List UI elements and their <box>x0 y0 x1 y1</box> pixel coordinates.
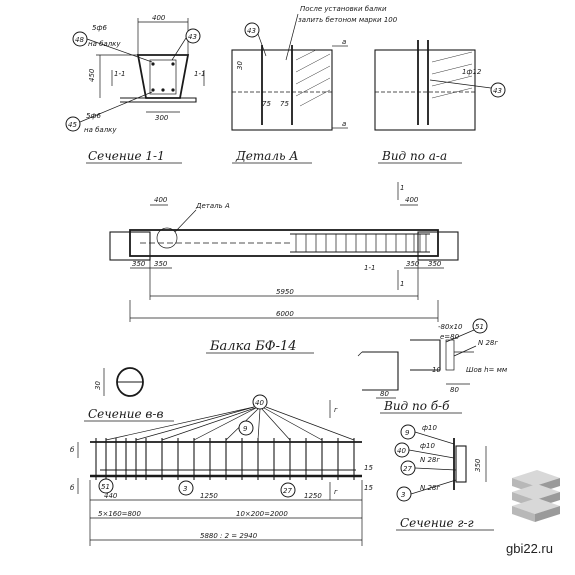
dim-450: 450 <box>88 68 96 82</box>
sec-1-1-ref: 1-1 <box>364 264 375 272</box>
view-b-b: 80 -80x10 e=80 51 N 28г Шов h= мм 80 10 … <box>357 318 508 414</box>
mark-51-a: 51 <box>475 323 484 331</box>
d5880: 5880 : 2 = 2940 <box>200 532 258 540</box>
caption-section-g-g: Сечение г-г <box>400 516 474 530</box>
plate-e80: e=80 <box>440 333 460 341</box>
stacked-slabs-icon <box>512 470 560 522</box>
rebar-5f6-bot: 5ф6 <box>86 112 101 120</box>
note-after-install-1: После установки балки <box>300 5 387 13</box>
tab-80-a: 80 <box>380 390 389 398</box>
mark-27-b: 27 <box>403 465 412 473</box>
g-mark-top: г <box>334 406 338 414</box>
tab-80-b: 80 <box>450 386 459 394</box>
note-detail-a-ref: Деталь А <box>195 202 230 210</box>
dim-350-r1: 350 <box>406 260 420 268</box>
mark-43-b: 43 <box>247 27 256 35</box>
site-label: gbi22.ru <box>506 541 553 556</box>
mark-51-b: 51 <box>101 483 110 491</box>
caption-view-b-b: Вид по б-б <box>383 399 450 413</box>
on-beam-top: на балку <box>88 40 121 48</box>
a-mark-bot: а <box>342 120 346 128</box>
weld-h: Шов h= мм <box>466 366 508 374</box>
mark-43-c: 43 <box>493 87 502 95</box>
gg-n28a: N 28г <box>420 456 440 464</box>
sec-1-1-right: 1-1 <box>194 70 205 78</box>
section-g-g: 350 9 ф10 40 ф10 N 28г 27 3 N 28г Сечени… <box>394 424 494 531</box>
dim-350-l2: 350 <box>154 260 168 268</box>
b-mark-top: б <box>70 446 75 454</box>
dim-5950: 5950 <box>276 288 294 296</box>
dim-30v: 30 <box>94 381 102 390</box>
beam-elevation: Деталь А 400 400 1 1 1-1 350 350 350 350… <box>109 182 459 354</box>
dim-300: 300 <box>155 114 169 122</box>
dim-400b-left: 400 <box>154 196 168 204</box>
mark-3-a: 3 <box>183 485 187 493</box>
a-mark-top: а <box>342 38 346 46</box>
mark-27-circle-a <box>280 482 296 498</box>
reinforcement-cage: 40 9 3 27 51 б б г г 15 15 4 <box>70 394 373 546</box>
mark-40-a: 40 <box>255 399 264 407</box>
d440: 440 <box>104 492 118 500</box>
dim-400b-right: 400 <box>405 196 419 204</box>
dim-6000: 6000 <box>276 310 294 318</box>
rebar-5f6-top: 5ф6 <box>92 24 107 32</box>
plate-80x10: -80x10 <box>438 323 463 331</box>
on-beam-bot: на балку <box>84 126 117 134</box>
d15b: 15 <box>364 484 373 492</box>
dim-400-top: 400 <box>152 14 166 22</box>
view-a-a: 1ф12 43 Вид по а-а <box>374 40 506 164</box>
mark-40-b: 40 <box>397 447 406 455</box>
mark-43-circle-c <box>490 82 506 98</box>
mark-9: 9 <box>243 425 248 433</box>
mark-45: 45 <box>68 121 77 129</box>
mark-51-circle-a <box>472 318 488 334</box>
mark-51-circle-b <box>98 478 114 494</box>
mark-45-circle <box>65 116 81 132</box>
sec-1-right: 1 <box>400 280 404 288</box>
caption-section-v-v: Сечение в-в <box>88 407 163 421</box>
g-mark-bot: г <box>334 488 338 496</box>
section-round: 30 <box>94 367 144 397</box>
section-1-1: 400 450 300 1-1 1-1 48 5ф6 на балку 43 4… <box>65 14 205 164</box>
mark-48: 48 <box>75 36 84 44</box>
mark-3-circle-a <box>178 480 194 496</box>
d30: 30 <box>236 61 244 70</box>
rebar-1f12: 1ф12 <box>462 68 482 76</box>
d15a: 15 <box>364 464 373 472</box>
d5x160: 5×160=800 <box>98 510 141 518</box>
sec-1-left: 1 <box>400 184 404 192</box>
mark-43-circle-b <box>244 22 260 38</box>
d10x200: 10×200=2000 <box>236 510 288 518</box>
b-mark-bot: б <box>70 484 75 492</box>
gg-f10b: ф10 <box>420 442 435 450</box>
mark-43-a: 43 <box>188 33 197 41</box>
mark-9-circle <box>238 420 254 436</box>
dim-350-l1: 350 <box>132 260 146 268</box>
note-after-install-2: залить бетоном марки 100 <box>298 16 398 24</box>
mark-9-gg: 9 <box>405 429 410 437</box>
detail-a: 75 75 30 а а 43 После установки балки за… <box>231 5 398 164</box>
mark-3-b: 3 <box>401 491 405 499</box>
mark-43-circle-a <box>185 28 201 44</box>
gg-350: 350 <box>474 458 482 472</box>
gg-f10a: ф10 <box>422 424 437 432</box>
d75b: 75 <box>280 100 289 108</box>
caption-beam-title: Балка БФ-14 <box>209 339 297 354</box>
caption-section-1-1: Сечение 1-1 <box>88 149 165 163</box>
caption-view-a-a: Вид по а-а <box>381 149 447 163</box>
dim-10: 10 <box>432 366 441 374</box>
d75a: 75 <box>262 100 271 108</box>
d1250a: 1250 <box>200 492 218 500</box>
angle-28: N 28г <box>478 339 498 347</box>
mark-27-a: 27 <box>283 487 292 495</box>
d1250b: 1250 <box>304 492 322 500</box>
dim-350-r2: 350 <box>428 260 442 268</box>
caption-detail-a: Деталь А <box>235 149 298 163</box>
sec-1-1-left: 1-1 <box>114 70 125 78</box>
